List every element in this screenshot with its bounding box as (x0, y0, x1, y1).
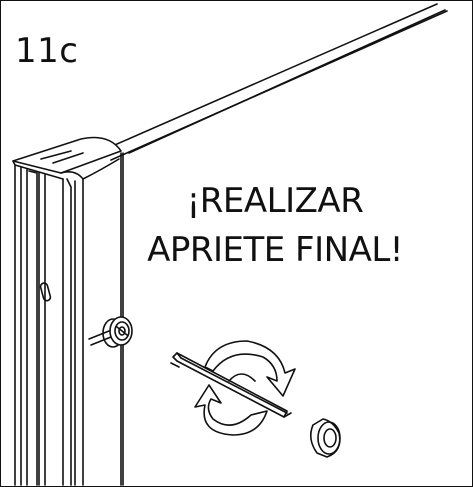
allen-key (170, 352, 292, 418)
rail-bar (100, 3, 448, 161)
instruction-line-1: ¡REALIZAR (186, 181, 364, 221)
knob-screw (88, 316, 133, 348)
instruction-line-2: APRIETE FINAL! (147, 230, 403, 270)
step-number: 11c (15, 31, 79, 71)
cap-plug (309, 418, 341, 458)
upright-profile (12, 136, 124, 486)
instruction-text: ¡REALIZAR APRIETE FINAL! (125, 177, 425, 275)
rotation-arrows-icon (194, 340, 296, 436)
